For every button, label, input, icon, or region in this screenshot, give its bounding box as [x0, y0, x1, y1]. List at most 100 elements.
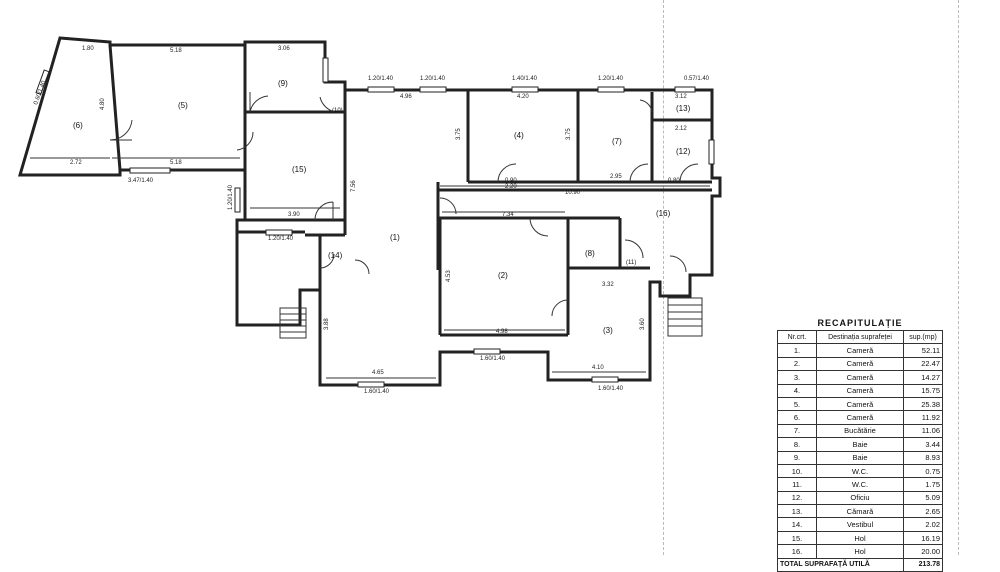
recap-title: RECAPITULAȚIE — [817, 318, 903, 328]
row-number: 11. — [777, 477, 817, 492]
row-area: 15.75 — [903, 383, 943, 398]
row-area: 3.44 — [903, 437, 943, 452]
dim-label: 4.10 — [592, 365, 604, 371]
windows — [35, 57, 715, 388]
room-label-5: (5) — [178, 101, 188, 110]
room-label-15: (15) — [292, 165, 307, 174]
row-destination: W.C. — [816, 463, 904, 479]
row-destination: Cameră — [816, 370, 904, 385]
row-destination: Cameră — [816, 383, 904, 398]
dim-label: 3.60 — [640, 318, 646, 330]
dim-label: 3.88 — [324, 318, 330, 330]
row-number: 13. — [777, 504, 817, 519]
dim-label: 0.57/1.40 — [684, 76, 710, 82]
row-number: 15. — [777, 530, 817, 546]
room-label-16: (16) — [656, 209, 671, 218]
dim-label: 1.60/1.40 — [598, 386, 624, 392]
dim-label: 7.56 — [351, 180, 357, 192]
row-destination: Cameră — [816, 396, 904, 412]
dim-label: 4.98 — [496, 329, 508, 335]
row-destination: Oficiu — [816, 490, 904, 506]
row-area: 0.75 — [903, 463, 943, 479]
row-number: 6. — [777, 410, 817, 425]
row-area: 22.47 — [903, 356, 943, 372]
dim-label: 1.60/1.40 — [364, 389, 390, 395]
dim-label: 3.90 — [288, 212, 300, 218]
dim-label: 0.90 — [505, 178, 517, 184]
row-area: 14.27 — [903, 370, 943, 385]
room-label-4: (4) — [514, 131, 524, 140]
row-number: 1. — [777, 343, 817, 358]
row-area: 5.09 — [903, 490, 943, 506]
dim-label: 10.90 — [565, 190, 581, 196]
table-row: 11.W.C.1.75 — [777, 477, 943, 492]
dim-label: 1.40/1.40 — [512, 76, 538, 82]
dim-label: 1.20/1.40 — [368, 76, 394, 82]
dim-label: 3.75 — [456, 128, 462, 140]
recap-table: RECAPITULAȚIE Nr.crt. Destinația suprafe… — [777, 316, 943, 572]
row-destination: Vestibul — [816, 517, 904, 532]
total-value: 213.78 — [903, 557, 943, 572]
dim-label: 5.18 — [170, 160, 182, 166]
row-number: 4. — [777, 383, 817, 398]
floor-plan: (6) (5) (9) (15) (10) (1) (4) (7) (13) (… — [17, 36, 722, 395]
room-label-8: (8) — [585, 249, 595, 258]
page-margin-line — [663, 0, 664, 555]
recap-grid: Nr.crt. Destinația suprafeței sup.(mp) 1… — [777, 329, 943, 572]
dim-label: 1.20/1.40 — [268, 236, 294, 242]
page-margin-line — [958, 0, 959, 555]
row-destination: Cameră — [816, 410, 904, 425]
table-row: 10.W.C.0.75 — [777, 463, 943, 479]
row-area: 16.19 — [903, 530, 943, 546]
dim-label: 4.65 — [372, 370, 384, 376]
recap-header-row: Nr.crt. Destinația suprafeței sup.(mp) — [777, 329, 943, 345]
room-label-9: (9) — [278, 79, 288, 88]
doors — [109, 92, 699, 317]
room-label-3: (3) — [603, 326, 613, 335]
row-destination: Baie — [816, 450, 904, 465]
header-area: sup.(mp) — [903, 329, 943, 345]
row-number: 10. — [777, 463, 817, 479]
row-destination: Hol — [816, 544, 904, 559]
dim-label: 1.60/1.40 — [480, 356, 506, 362]
dim-label: 1.20/1.40 — [228, 184, 234, 210]
row-destination: Hol — [816, 530, 904, 546]
dim-label: 3.75 — [566, 128, 572, 140]
dim-label: 7.34 — [502, 212, 514, 218]
total-label: TOTAL SUPRAFAȚĂ UTILĂ — [777, 557, 904, 572]
row-number: 16. — [777, 544, 817, 559]
room-label-13: (13) — [676, 104, 691, 113]
row-number: 2. — [777, 356, 817, 372]
room-label-14: (14) — [328, 251, 343, 260]
header-nr: Nr.crt. — [777, 329, 817, 345]
row-number: 3. — [777, 370, 817, 385]
dim-label: 2.95 — [610, 174, 622, 180]
room-label-7: (7) — [612, 137, 622, 146]
dim-label: 4.53 — [446, 270, 452, 282]
room-label-10: (10) — [332, 108, 343, 114]
dim-label: 0.80 — [668, 178, 680, 184]
row-number: 8. — [777, 437, 817, 452]
dim-label: 2.20 — [505, 184, 517, 190]
row-number: 12. — [777, 490, 817, 506]
row-destination: Cămară — [816, 504, 904, 519]
dim-label: 3.06 — [278, 46, 290, 52]
room-label-11: (11) — [626, 260, 636, 266]
row-number: 9. — [777, 450, 817, 465]
dim-label: 3.12 — [675, 94, 687, 100]
dim-label: 5.18 — [170, 48, 182, 54]
dim-label: 4.20 — [517, 94, 529, 100]
stairs-right — [667, 297, 703, 337]
row-destination: Cameră — [816, 356, 904, 372]
row-area: 1.75 — [903, 477, 943, 492]
row-number: 7. — [777, 423, 817, 439]
room-label-6: (6) — [73, 121, 83, 130]
row-destination: Bucătărie — [816, 423, 904, 439]
header-destination: Destinația suprafeței — [816, 329, 904, 345]
